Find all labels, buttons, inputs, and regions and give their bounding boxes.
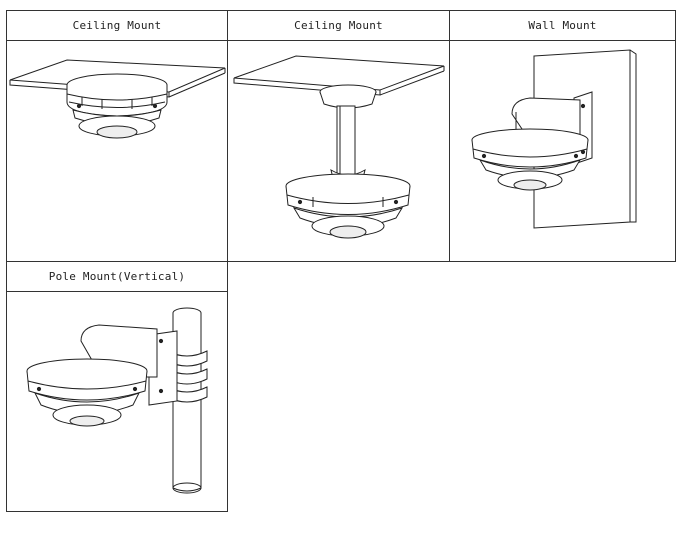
panel-ceiling-mount: Ceiling Mount xyxy=(6,10,228,262)
panel-caption: Ceiling Mount xyxy=(7,11,227,41)
ceiling-mount-icon xyxy=(7,40,227,261)
ceiling-pendant-mount-icon xyxy=(228,40,449,261)
panel-wall-mount: Wall Mount xyxy=(449,10,676,262)
pole-mount-icon xyxy=(7,291,227,511)
wall-mount-icon xyxy=(450,40,675,261)
panel-caption: Ceiling Mount xyxy=(228,11,449,41)
panel-caption: Wall Mount xyxy=(450,11,675,41)
panel-ceiling-pendant-mount: Ceiling Mount xyxy=(227,10,450,262)
panel-caption: Pole Mount(Vertical) xyxy=(7,262,227,292)
panel-pole-mount-vertical: Pole Mount(Vertical) xyxy=(6,261,228,512)
